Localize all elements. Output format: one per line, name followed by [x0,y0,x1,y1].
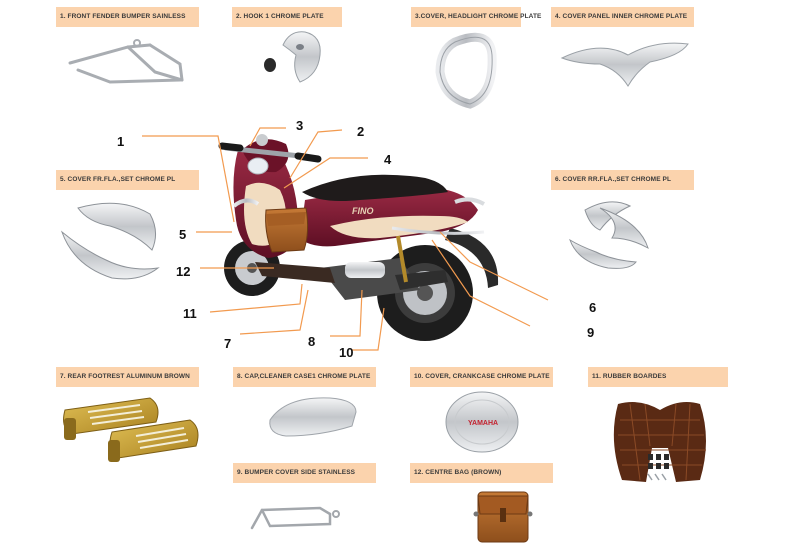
callout-3: 3 [296,118,304,133]
crankcase-brand-text: YAMAHA [468,420,498,427]
scooter-illustration [218,134,499,341]
label-part-3: 3.COVER, HEADLIGHT CHROME PLATE [411,7,541,27]
label-part-12: 12. CENTRE BAG (BROWN) [410,463,553,483]
callout-5: 5 [179,227,187,242]
label-part-5: 5. COVER FR.FLA.,SET CHROME PL [56,170,199,190]
label-part-10: 10. COVER, CRANKCASE CHROME PLATE [410,367,553,387]
callout-11: 11 [183,306,197,321]
part-9-bumper-cover-side [250,506,340,530]
label-part-9: 9. BUMPER COVER SIDE STAINLESS [233,463,376,483]
part-5-front-flasher-covers [60,202,160,280]
part-7-rear-footrests [63,397,199,462]
label-part-8: 8. CAP,CLEANER CASE1 CHROME PLATE [233,367,376,387]
part-6-rear-flasher-covers [569,201,649,269]
callout-7: 7 [224,336,232,351]
callout-9: 9 [587,325,595,340]
part-10-crankcase-cover [445,391,519,453]
label-part-2: 2. HOOK 1 CHROME PLATE [232,7,342,27]
part-12-centre-bag [473,491,533,543]
callout-6: 6 [589,300,597,315]
leader-lines [142,127,549,351]
callout-8: 8 [308,334,316,349]
label-part-1: 1. FRONT FENDER BUMPER SAINLESS [56,7,199,27]
part-3-headlight-cover [435,32,497,109]
part-2-hook-chrome [264,31,321,83]
callout-1: 1 [117,134,125,149]
label-part-7: 7. REAR FOOTREST ALUMINUM BROWN [56,367,199,387]
label-part-6: 6. COVER RR.FLA.,SET CHROME PL [551,170,694,190]
scooter-brand-text: FINO [352,206,374,216]
callout-12: 12 [176,264,191,279]
label-part-11: 11. RUBBER BOARDES [588,367,728,387]
callout-4: 4 [384,152,392,167]
part-4-inner-panel-cover [560,42,689,87]
label-part-4: 4. COVER PANEL INNER CHROME PLATE [551,7,694,27]
callout-2: 2 [357,124,365,139]
part-1-front-fender-bumper [68,39,184,84]
callout-10: 10 [339,345,354,360]
part-8-cleaner-case-cap [269,397,357,437]
part-11-rubber-boards [613,402,706,482]
